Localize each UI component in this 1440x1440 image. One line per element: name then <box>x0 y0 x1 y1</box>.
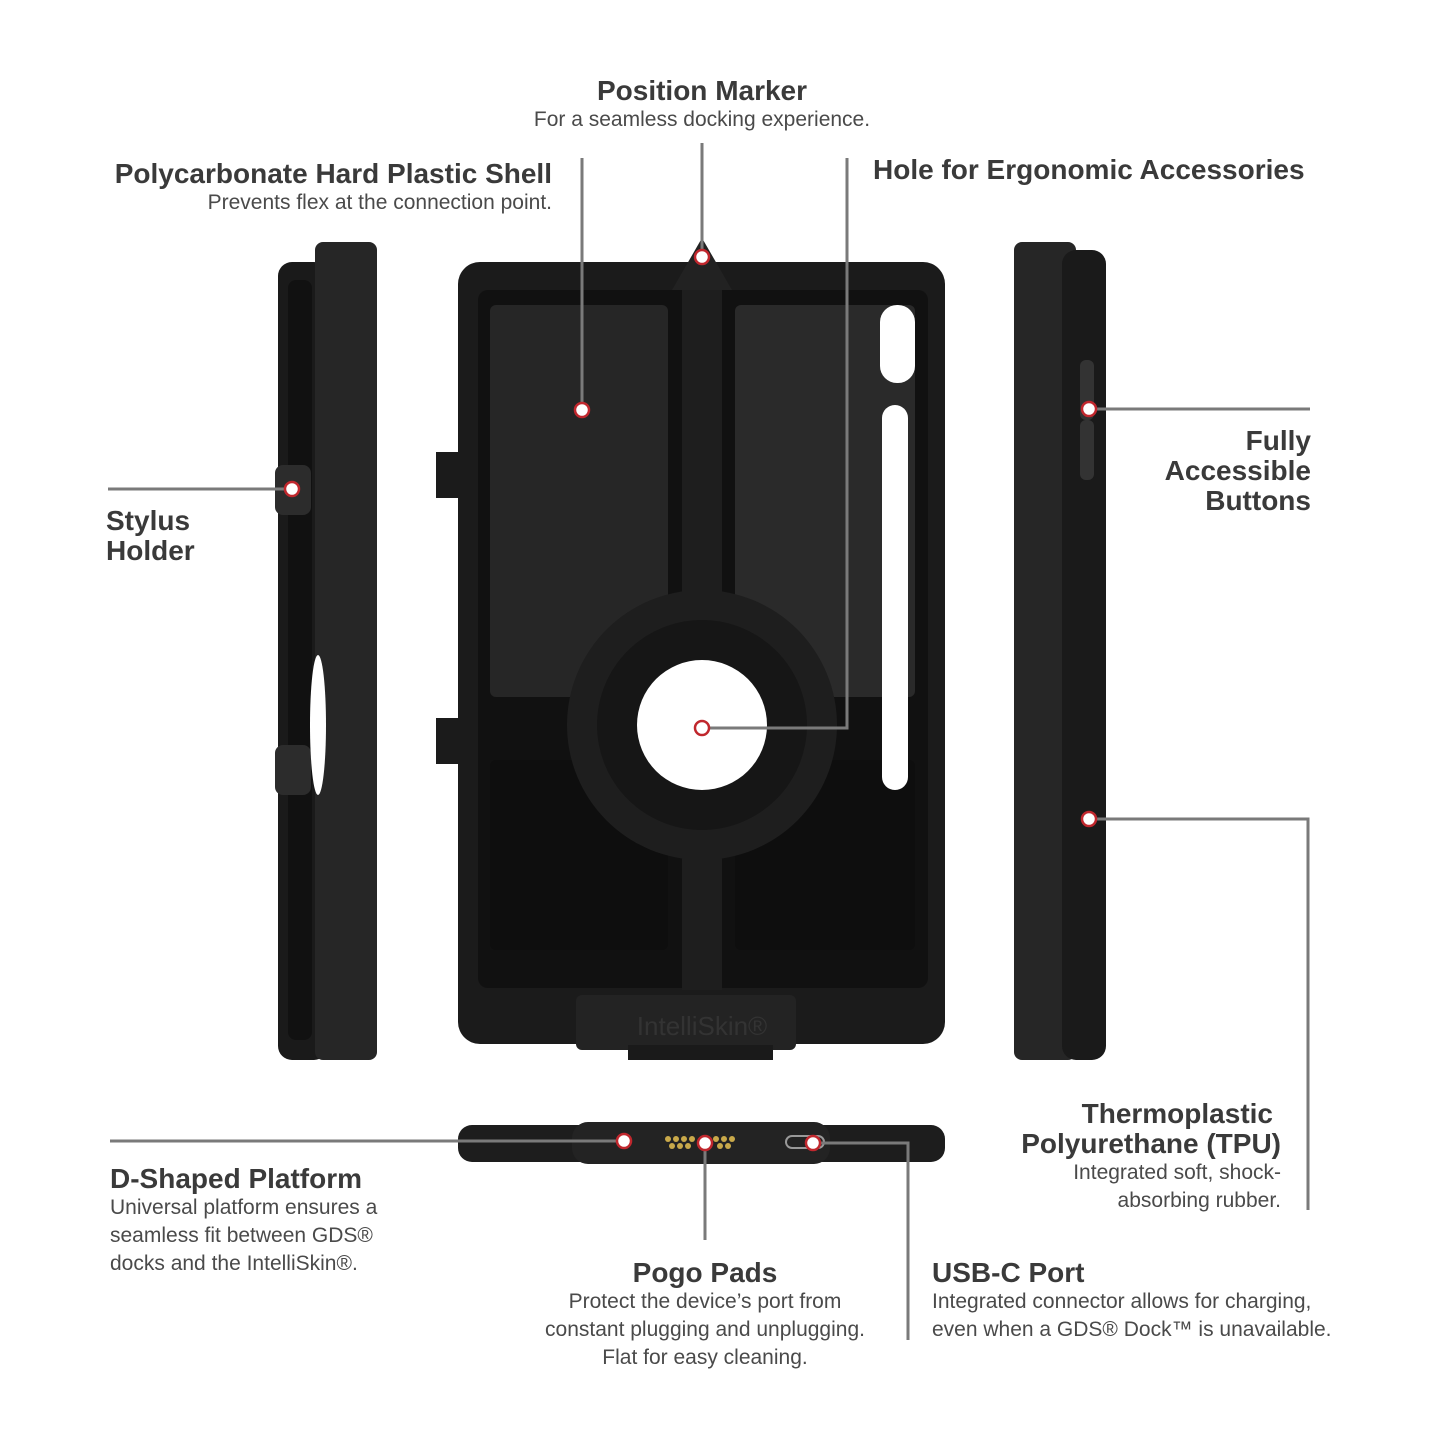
callout-desc: even when a GDS® Dock™ is unavailable. <box>932 1318 1332 1341</box>
marker-pogo <box>696 1134 714 1152</box>
callout-desc: seamless fit between GDS® <box>110 1224 373 1247</box>
case-left-side-view <box>275 242 377 1060</box>
marker-d-platform <box>615 1132 633 1150</box>
callout-hole: Hole for Ergonomic Accessories <box>873 155 1305 185</box>
callout-title: Polyurethane (TPU) <box>1021 1128 1281 1159</box>
callout-pogo: Pogo Pads Protect the device’s port from… <box>505 1258 905 1372</box>
callout-tpu: Thermoplastic Polyurethane (TPU) Integra… <box>960 1099 1281 1215</box>
marker-shell <box>573 401 591 419</box>
callout-title: Accessible <box>1164 455 1311 486</box>
callout-buttons: Fully Accessible Buttons <box>1110 426 1311 516</box>
callout-title: Holder <box>106 535 195 566</box>
callout-title: Polycarbonate Hard Plastic Shell <box>114 158 552 189</box>
callout-title: Buttons <box>1205 485 1311 516</box>
callout-desc: Integrated soft, shock- <box>1073 1161 1281 1184</box>
case-back-view <box>436 238 945 1060</box>
marker-position <box>693 248 711 266</box>
marker-stylus <box>283 480 301 498</box>
marker-tpu <box>1080 810 1098 828</box>
callout-desc: absorbing rubber. <box>1117 1189 1281 1212</box>
callout-title: D-Shaped Platform <box>110 1163 363 1194</box>
marker-buttons <box>1080 400 1098 418</box>
callout-markers <box>283 248 1098 1152</box>
callout-desc: Protect the device’s port from <box>568 1290 842 1313</box>
marker-usbc <box>804 1134 822 1152</box>
callout-d-platform: D-Shaped Platform Universal platform ens… <box>110 1164 377 1278</box>
callout-desc: docks and the IntelliSkin®. <box>110 1252 358 1275</box>
callout-desc: constant plugging and unplugging. <box>545 1318 865 1341</box>
callout-usbc: USB-C Port Integrated connector allows f… <box>932 1258 1332 1344</box>
leader-lines <box>108 143 1310 1340</box>
callout-desc: Flat for easy cleaning. <box>602 1346 808 1369</box>
callout-desc: Universal platform ensures a <box>110 1196 378 1219</box>
callout-shell: Polycarbonate Hard Plastic Shell Prevent… <box>52 159 552 217</box>
callout-stylus: Stylus Holder <box>106 506 195 566</box>
callout-title: Pogo Pads <box>632 1257 778 1288</box>
callout-title: USB-C Port <box>932 1257 1085 1288</box>
callout-title: Position Marker <box>596 75 808 106</box>
callout-title: Fully <box>1245 425 1311 456</box>
callout-title: Hole for Ergonomic Accessories <box>873 154 1305 185</box>
case-right-side-view <box>1014 242 1106 1060</box>
callout-title: Stylus <box>106 505 191 536</box>
callout-position-marker: Position Marker For a seamless docking e… <box>452 76 952 134</box>
callout-title: Thermoplastic <box>1081 1098 1273 1129</box>
callout-desc: For a seamless docking experience. <box>533 108 871 131</box>
product-logo: IntelliSkin® <box>637 1011 767 1041</box>
callout-desc: Prevents flex at the connection point. <box>207 191 552 214</box>
marker-hole <box>693 719 711 737</box>
callout-desc: Integrated connector allows for charging… <box>932 1290 1312 1313</box>
